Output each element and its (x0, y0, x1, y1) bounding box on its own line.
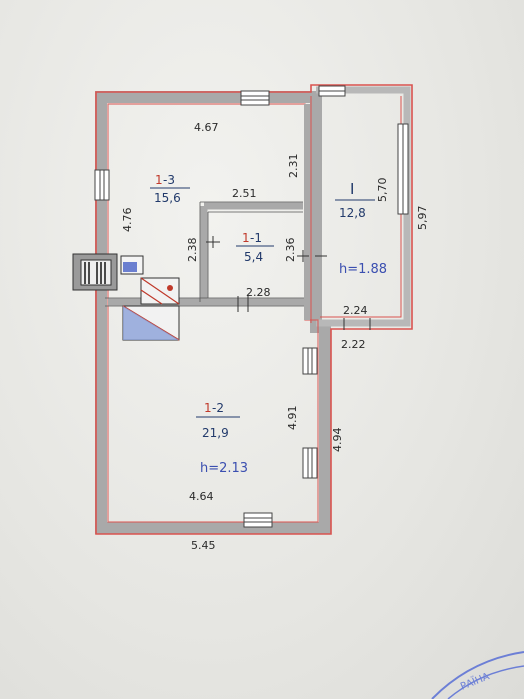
room-I-id: I (350, 180, 354, 198)
dim-top-room13: 4.67 (194, 121, 219, 134)
windows (94, 85, 409, 528)
room-1-2-height: h=2.13 (200, 461, 248, 476)
room-1-1-area: 5,4 (244, 250, 263, 264)
dim-room12-bottom: 4.64 (189, 490, 214, 503)
stove-icon (72, 253, 180, 341)
room-1-2-suffix: -2 (212, 401, 224, 415)
dim-room1-inner: 5,70 (376, 178, 389, 203)
dim-room11-right: 2.36 (284, 238, 297, 263)
room-1-3-area: 15,6 (154, 191, 181, 205)
room-1-1-label: 1 -1 5,4 (236, 231, 274, 264)
dim-room13-right: 2.31 (287, 154, 300, 179)
dim-overall-bottom: 5.45 (191, 539, 216, 552)
dim-room1-outer: 5,97 (416, 206, 429, 231)
room-1-2-prefix: 1 (204, 401, 212, 415)
room-1-2-area: 21,9 (202, 426, 229, 440)
dimension-labels: 4.67 4.76 2.31 2.51 2.38 2.36 2.28 5,70 … (121, 121, 429, 552)
dim-room1-bottom-inner: 2.24 (343, 304, 368, 317)
room-1-2-label: 1 -2 21,9 (196, 401, 240, 440)
dim-room1-bottom-outer: 2.22 (341, 338, 366, 351)
dim-room12-right-inner: 4.91 (286, 406, 299, 431)
dim-room13-left: 4.76 (121, 208, 134, 233)
room-I-label: I 12,8 (335, 180, 375, 220)
dim-room12-right-outer: 4.94 (331, 428, 344, 453)
dim-room11-bottom: 2.28 (246, 286, 271, 299)
dimension-ticks (206, 236, 371, 330)
official-stamp: РАЇНА (431, 651, 524, 699)
dim-room11-top: 2.51 (232, 187, 257, 200)
room-1-1-prefix: 1 (242, 231, 250, 245)
room-1-3-suffix: -3 (163, 173, 175, 187)
room-1-3-label: 1 -3 15,6 (150, 173, 190, 205)
room-1-1-suffix: -1 (250, 231, 262, 245)
room-I-area: 12,8 (339, 206, 366, 220)
room-I-height: h=1.88 (339, 262, 387, 277)
room-1-3-prefix: 1 (155, 173, 163, 187)
dim-room11-left: 2.38 (186, 238, 199, 263)
